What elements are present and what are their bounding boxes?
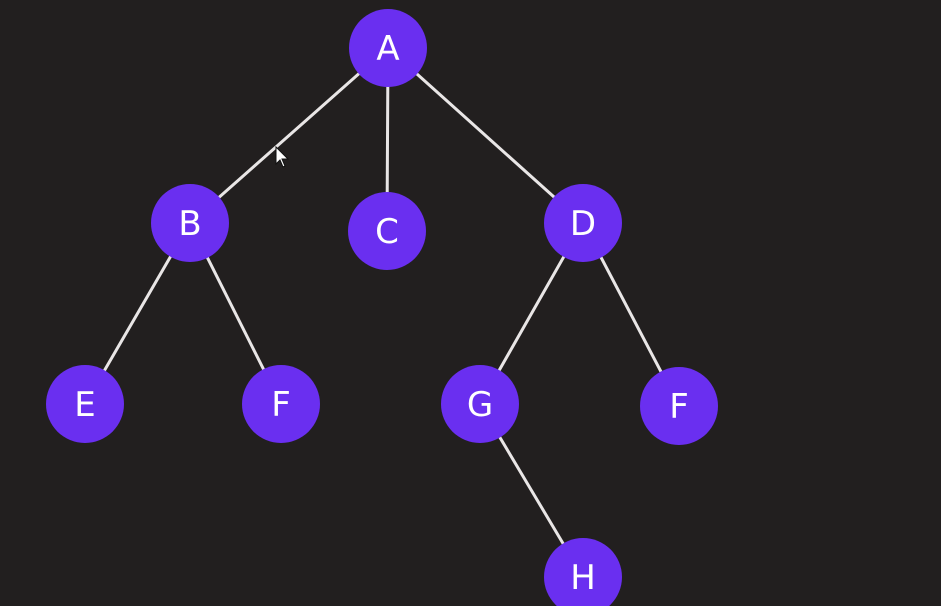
node-d: D: [544, 184, 622, 262]
node-f1: F: [242, 365, 320, 443]
edge-a-b: [188, 46, 390, 225]
node-circle: [441, 365, 519, 443]
node-circle: [544, 538, 622, 606]
node-label: E: [74, 385, 95, 425]
node-g: G: [441, 365, 519, 443]
node-label: H: [570, 558, 596, 598]
node-h: H: [544, 538, 622, 606]
node-label: F: [271, 385, 291, 425]
edge-a-d: [386, 46, 585, 225]
node-a: A: [349, 9, 427, 87]
node-circle: [151, 184, 229, 262]
node-label: C: [375, 212, 399, 252]
node-circle: [348, 192, 426, 270]
node-circle: [46, 365, 124, 443]
node-label: G: [467, 385, 493, 425]
nodes-layer: A B C D E F G F H: [46, 9, 718, 606]
node-label: F: [669, 387, 689, 427]
node-circle: [242, 365, 320, 443]
node-circle: [349, 9, 427, 87]
node-label: D: [570, 204, 596, 244]
mouse-pointer-icon: [275, 145, 290, 168]
node-circle: [544, 184, 622, 262]
node-label: B: [178, 204, 201, 244]
node-circle: [640, 367, 718, 445]
node-e: E: [46, 365, 124, 443]
node-c: C: [348, 192, 426, 270]
node-b: B: [151, 184, 229, 262]
node-label: A: [376, 29, 399, 69]
edges-layer: [83, 46, 681, 579]
node-f2: F: [640, 367, 718, 445]
